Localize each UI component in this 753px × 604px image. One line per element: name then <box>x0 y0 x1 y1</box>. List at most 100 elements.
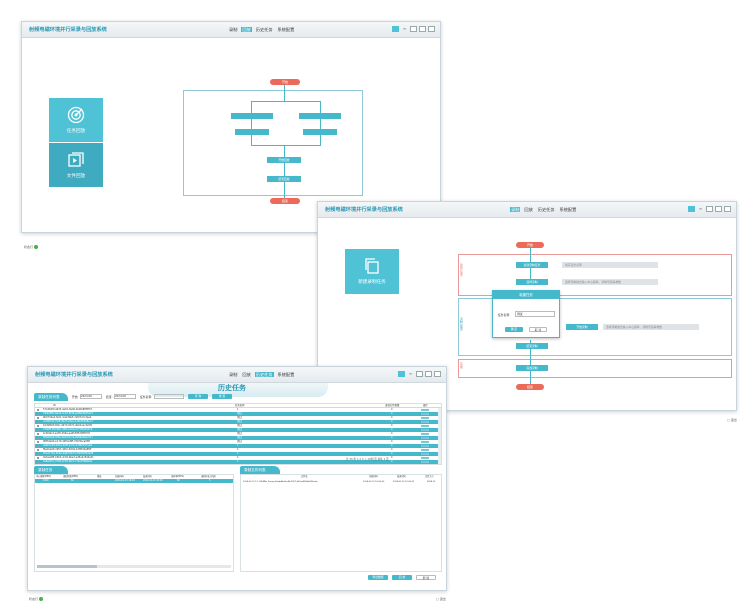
record-task-list-tab[interactable]: 录制任务列表 <box>34 393 68 401</box>
row-action-icon[interactable] <box>421 417 429 419</box>
cell-id: f6e1ba09-1957-4b5c-8d04-24f0fd4a8f0f <box>43 448 92 451</box>
row-action-icon[interactable] <box>421 409 429 411</box>
row-checkbox[interactable] <box>37 457 39 459</box>
nav-history[interactable]: 历史任务 <box>537 207 555 212</box>
nav-record[interactable]: 录制 <box>229 27 238 32</box>
query-button[interactable]: 查 询 <box>188 394 208 399</box>
row-action-icon[interactable] <box>421 413 429 415</box>
reset-button[interactable]: 重 置 <box>212 394 232 399</box>
nav-config[interactable]: 系统配置 <box>277 372 295 377</box>
row-action-icon[interactable] <box>421 449 429 451</box>
exit-link[interactable]: □ 退出 <box>727 418 737 422</box>
close-icon[interactable] <box>434 371 441 377</box>
menu-icon[interactable]: ≡ <box>698 206 703 211</box>
minimize-icon[interactable] <box>416 371 423 377</box>
row-checkbox[interactable] <box>37 437 39 439</box>
table-scrollbar[interactable] <box>438 408 441 464</box>
row-checkbox[interactable] <box>37 461 39 463</box>
pagination[interactable]: 共 30 条 1 2 3 > 10条/页 前往 1 页 <box>346 458 389 461</box>
filter-start-label: 开始: <box>72 395 79 399</box>
menu-icon[interactable]: ≡ <box>402 26 407 31</box>
export-button[interactable]: 导出数据 <box>368 575 388 580</box>
row-checkbox[interactable] <box>37 417 39 419</box>
dialog-cancel-button[interactable]: 取 消 <box>529 327 547 332</box>
row-action-icon[interactable] <box>421 457 429 459</box>
row-action-icon[interactable] <box>421 421 429 423</box>
brand-square-icon <box>688 206 695 212</box>
nav-playback[interactable]: 回放 <box>524 207 533 212</box>
task-playback-tile[interactable]: 任务回放 <box>49 98 103 142</box>
horizontal-scrollbar[interactable] <box>37 565 231 568</box>
close-icon[interactable] <box>724 206 731 212</box>
record-config-tab[interactable]: 录制任务 <box>34 466 68 474</box>
row-action-icon[interactable] <box>421 433 429 435</box>
menu-icon[interactable]: ≡ <box>408 371 413 376</box>
row-checkbox[interactable] <box>37 433 39 435</box>
playback-button[interactable]: 回 放 <box>392 575 412 580</box>
maximize-icon[interactable] <box>715 206 722 212</box>
row-action-icon[interactable] <box>421 441 429 443</box>
row-checkbox[interactable] <box>37 441 39 443</box>
nav-record[interactable]: 录制 <box>229 372 238 377</box>
row-checkbox[interactable] <box>37 429 39 431</box>
file-row[interactable]: 2024-01-15 1:1 900MHz Strong 6ebbdbb1be4… <box>241 480 441 484</box>
dialog-ok-button[interactable]: 确 定 <box>505 327 523 332</box>
row-checkbox[interactable] <box>37 425 39 427</box>
start-date-input[interactable]: 2024-08 <box>80 394 102 399</box>
cell-id: c0d90cfa-7fe8-4bc5-a3ae-dd4b3b9d8ecd <box>43 420 93 423</box>
maximize-icon[interactable] <box>419 26 426 32</box>
cell-count: 4 <box>391 428 393 431</box>
flow-connector <box>530 268 531 279</box>
nav-playback[interactable]: 回放 <box>242 372 251 377</box>
files-header: 文件名 开始时间 结束时间 文件大小 <box>241 475 441 479</box>
row-action-icon[interactable] <box>421 425 429 427</box>
nav-playback[interactable]: 回放 <box>241 27 252 32</box>
row-checkbox[interactable] <box>37 445 39 447</box>
row-action-icon[interactable] <box>421 429 429 431</box>
row-checkbox[interactable] <box>37 449 39 451</box>
minimize-icon[interactable] <box>706 206 713 212</box>
row-action-icon[interactable] <box>421 445 429 447</box>
row-checkbox[interactable] <box>37 413 39 415</box>
minimize-icon[interactable] <box>410 26 417 32</box>
task-name-input[interactable]: 测试 <box>515 311 555 317</box>
row-action-icon[interactable] <box>421 453 429 455</box>
row-action-icon[interactable] <box>421 461 429 463</box>
task-name-filter-input[interactable] <box>154 394 184 399</box>
exit-link[interactable]: □ 退出 <box>436 597 446 601</box>
cell-id: 5f8e63e2-9f7e-4a2d-9c7a-2b69a4bec51c <box>43 436 93 439</box>
nav-config[interactable]: 系统配置 <box>559 207 577 212</box>
close-icon[interactable] <box>428 26 435 32</box>
delete-button[interactable]: 删 除 <box>416 575 436 580</box>
file-playback-tile[interactable]: 文件回放 <box>49 143 103 187</box>
row-action-icon[interactable] <box>421 437 429 439</box>
row-checkbox[interactable] <box>37 421 39 423</box>
nav-history[interactable]: 历史任务 <box>255 27 273 32</box>
record-file-list-tab[interactable]: 录制文件列表 <box>240 466 280 474</box>
nav-config[interactable]: 系统配置 <box>277 27 295 32</box>
row-checkbox[interactable] <box>37 453 39 455</box>
section-record-config <box>458 298 732 356</box>
end-date-input[interactable]: 2024-08 <box>114 394 136 399</box>
nav-record[interactable]: 录制 <box>510 207 521 212</box>
new-record-task-tile[interactable]: 新建录制任务 <box>345 249 399 294</box>
maximize-icon[interactable] <box>425 371 432 377</box>
nav-history[interactable]: 历史任务 <box>254 372 274 377</box>
row-checkbox[interactable] <box>37 409 39 411</box>
params-row[interactable]: 1000 60 2024-01-15 10:00 2024-01-15 10:0… <box>35 479 233 483</box>
status-label: 状态灯 <box>24 245 34 249</box>
